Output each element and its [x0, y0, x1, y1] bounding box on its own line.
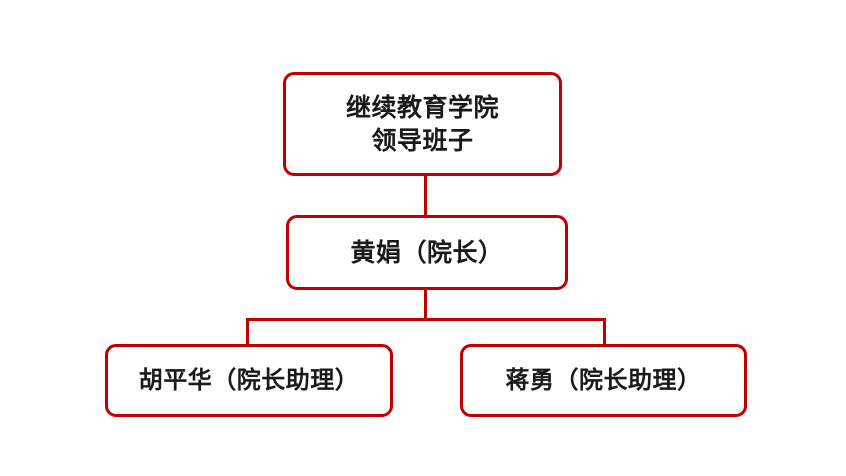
connector-branch-bar [246, 318, 606, 321]
connector-to-assistant-1 [246, 318, 249, 347]
org-node-dean-label: 黄娟（院长） [350, 238, 504, 267]
connector-dean-stem [424, 287, 427, 321]
org-node-root-label: 继续教育学院 领导班子 [345, 93, 499, 155]
org-node-assistant-2-label: 蒋勇（院长助理） [505, 365, 702, 394]
connector-root-to-dean [424, 173, 427, 218]
org-node-assistant-1-label: 胡平华（院长助理） [138, 365, 360, 394]
org-node-root[interactable]: 继续教育学院 领导班子 [283, 72, 562, 176]
org-node-assistant-2[interactable]: 蒋勇（院长助理） [460, 344, 747, 417]
connector-to-assistant-2 [603, 318, 606, 347]
org-node-assistant-1[interactable]: 胡平华（院长助理） [105, 344, 393, 417]
org-node-dean[interactable]: 黄娟（院长） [286, 215, 568, 290]
